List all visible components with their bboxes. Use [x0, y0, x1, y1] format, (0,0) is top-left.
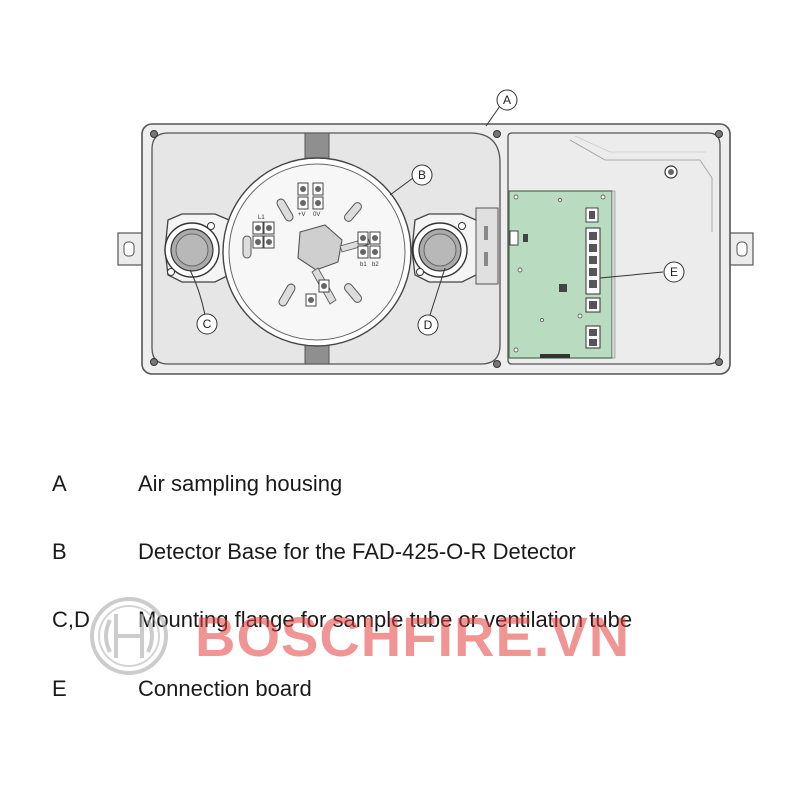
terminal-screw	[297, 196, 309, 210]
callout-c-leader	[189, 269, 206, 316]
legend-key: A	[52, 471, 67, 496]
housing-screw	[150, 130, 158, 138]
air-sampling-housing-diagram: +V 0V b1 b2 L1	[117, 89, 754, 375]
terminal-block	[585, 227, 601, 295]
callout-d: D	[417, 314, 439, 336]
terminal-block	[585, 297, 601, 313]
mounting-flange-d	[411, 213, 480, 283]
callout-b-leader	[389, 177, 414, 196]
legend-description: Detector Base for the FAD-425-O-R Detect…	[138, 539, 576, 564]
base-label-b2: b2	[372, 262, 379, 268]
terminal-screw	[312, 182, 324, 196]
callout-c: C	[196, 313, 218, 335]
cable-channel-line	[569, 139, 713, 232]
legend-description: Connection board	[138, 676, 312, 701]
cable-channel-line	[574, 135, 706, 153]
terminal-screw	[263, 235, 275, 249]
housing-screw	[493, 360, 501, 368]
left-mounting-tab	[117, 232, 145, 266]
svg-text:B: B	[418, 168, 426, 182]
terminal-screw	[297, 182, 309, 196]
housing-screw	[715, 130, 723, 138]
terminal-screw	[312, 196, 324, 210]
callout-a-leader	[485, 105, 501, 127]
terminal-screw	[357, 231, 369, 245]
callout-d-leader	[429, 267, 446, 316]
svg-text:A: A	[503, 93, 511, 107]
svg-text:C: C	[203, 317, 212, 331]
terminal-screw	[252, 221, 264, 235]
housing-screw	[664, 165, 678, 179]
chamber-divider-clip	[475, 207, 499, 285]
base-label-plus-v: +V	[298, 212, 306, 218]
housing-screw	[493, 130, 501, 138]
svg-text:E: E	[670, 265, 678, 279]
base-label-zero-v: 0V	[313, 212, 320, 218]
callout-e: E	[663, 261, 685, 283]
base-label-b1: b1	[360, 262, 367, 268]
legend-description: Mounting flange for sample tube or venti…	[138, 607, 633, 632]
svg-text:D: D	[424, 318, 433, 332]
terminal-screw	[318, 279, 330, 293]
callout-e-leader	[599, 271, 664, 279]
housing-screw	[715, 358, 723, 366]
legend-description: Air sampling housing	[138, 471, 343, 496]
mounting-flange-c	[164, 213, 233, 283]
terminal-screw	[369, 245, 381, 259]
detector-base: +V 0V b1 b2 L1	[222, 157, 412, 347]
terminal-screw	[357, 245, 369, 259]
terminal-block	[585, 325, 601, 349]
connection-board	[508, 190, 616, 359]
callout-a: A	[496, 89, 518, 111]
legend-key: C,D	[52, 607, 90, 632]
callout-b: B	[411, 164, 433, 186]
right-mounting-tab	[726, 232, 754, 266]
base-label-l1: L1	[258, 215, 265, 221]
terminal-screw	[369, 231, 381, 245]
legend-key: E	[52, 676, 67, 701]
terminal-screw	[305, 293, 317, 307]
housing-screw	[150, 358, 158, 366]
terminal-screw	[263, 221, 275, 235]
legend-key: B	[52, 539, 67, 564]
terminal-screw	[252, 235, 264, 249]
